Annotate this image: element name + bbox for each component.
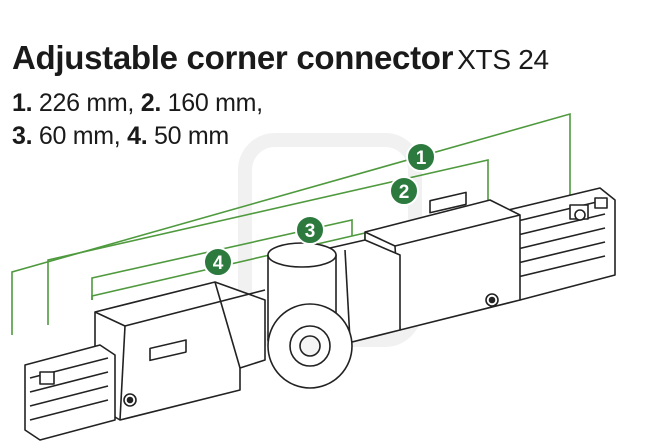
- dimension-line-1: [11, 112, 571, 335]
- left-track-rail: [24, 344, 116, 441]
- dimensions-row-1: 1. 226 mm, 2. 160 mm,: [12, 88, 263, 118]
- dimension-number-2: 2.: [140, 89, 162, 117]
- dimension-value-4: 50 mm: [154, 122, 229, 150]
- marker-label-4: 4: [213, 253, 224, 274]
- marker-label-2: 2: [399, 182, 410, 203]
- hinge-cylinder: [267, 242, 353, 389]
- dimension-line-2: [47, 158, 489, 325]
- title-product-name: Adjustable corner connector: [12, 39, 454, 76]
- connector-body: [24, 187, 616, 441]
- marker-badge-1: 1: [406, 142, 436, 172]
- marker-label-1: 1: [416, 148, 427, 169]
- marker-badge-4: 4: [203, 247, 233, 277]
- title-model: XTS 24: [457, 44, 549, 75]
- dimension-value-3: 60 mm,: [38, 122, 121, 150]
- dimensions-row-2: 3. 60 mm, 4. 50 mm: [12, 121, 229, 151]
- dimension-number-4: 4.: [127, 122, 148, 150]
- marker-badge-2: 2: [389, 176, 419, 206]
- marker-badge-3: 3: [295, 215, 325, 245]
- marker-label-3: 3: [305, 221, 316, 242]
- left-housing: [94, 281, 266, 421]
- dimension-value-2: 160 mm,: [167, 89, 263, 117]
- dimension-number-1: 1.: [12, 89, 33, 117]
- dimension-number-3: 3.: [12, 122, 33, 150]
- dimension-value-1: 226 mm,: [38, 89, 135, 117]
